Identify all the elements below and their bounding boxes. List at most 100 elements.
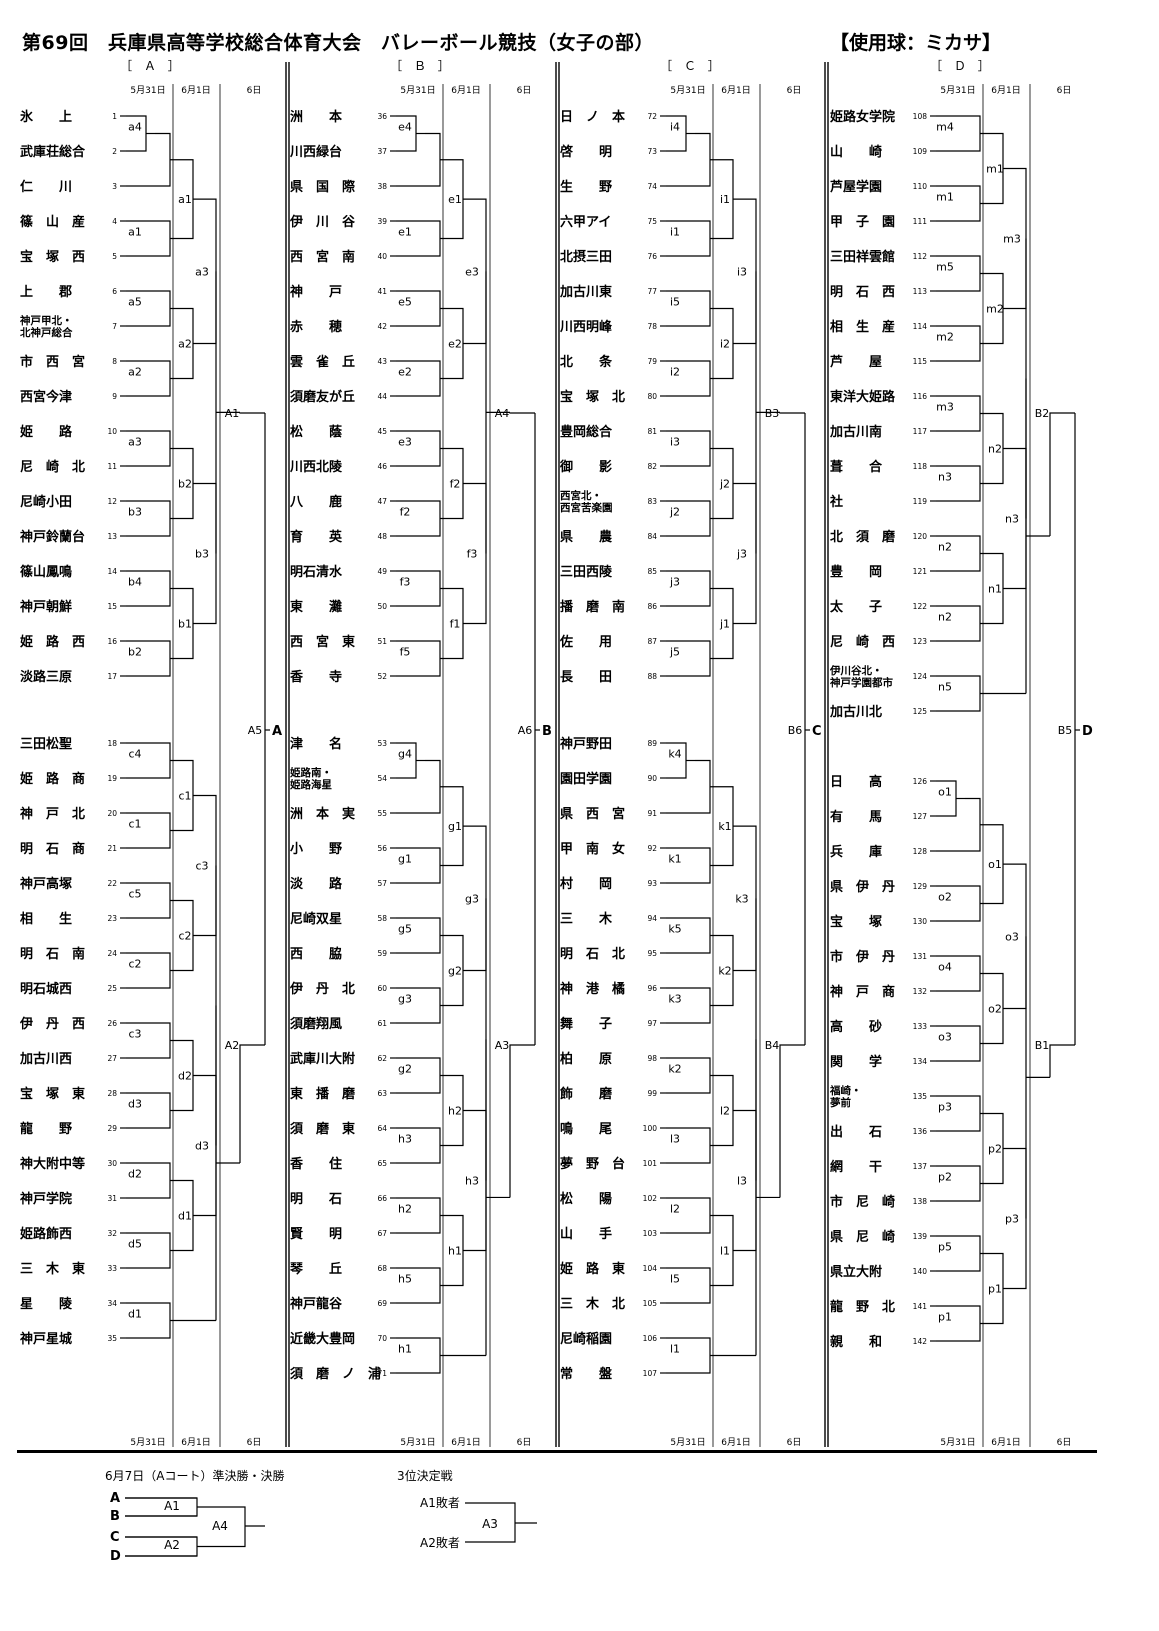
team-name: 龍 野 北 — [830, 1299, 895, 1315]
team-number: 111 — [913, 217, 928, 226]
bottom-rule — [17, 1450, 1097, 1453]
team-number: 19 — [107, 774, 117, 783]
bracket-line — [666, 759, 711, 814]
team-name: 川西明峰 — [559, 319, 613, 335]
team-name: 甲 子 園 — [830, 214, 895, 230]
team-name: 市 伊 丹 — [830, 949, 895, 965]
team-number: 134 — [913, 1057, 928, 1066]
match-label: o4 — [938, 961, 952, 974]
team-number: 43 — [377, 357, 387, 366]
team-name: 伊 丹 北 — [289, 981, 355, 997]
team-number: 92 — [647, 844, 657, 853]
team-number: 58 — [377, 914, 387, 923]
match-label: n3 — [1005, 513, 1019, 526]
team-name: 加古川南 — [829, 424, 882, 440]
team-name: 武庫川大附 — [290, 1051, 355, 1067]
team-name: 加古川東 — [559, 284, 612, 300]
team-name: 尼崎小田 — [20, 494, 72, 510]
team-number: 79 — [647, 357, 657, 366]
team-name: 姫路飾西 — [20, 1226, 72, 1242]
team-name: 葺 合 — [830, 459, 883, 475]
team-number: 1 — [112, 112, 117, 121]
bracket-line — [396, 132, 441, 187]
team-number: 20 — [107, 809, 117, 818]
match-label: e1 — [448, 193, 462, 206]
team-name: 武庫荘総合 — [20, 144, 86, 160]
team-name: 豊 岡 — [830, 564, 882, 580]
team-name: 網 干 — [830, 1159, 882, 1175]
match-label: m2 — [936, 331, 954, 344]
match-label: c3 — [195, 860, 208, 873]
block-winner-letter: B — [542, 724, 552, 739]
team-name: 神戸星城 — [20, 1331, 72, 1347]
team-name: 市 西 宮 — [20, 354, 85, 370]
finals-letter: B — [110, 1509, 120, 1524]
team-number: 37 — [377, 147, 387, 156]
match-label: c1 — [178, 790, 191, 803]
date-header: 5月31日 — [670, 85, 705, 96]
team-name: 生 野 — [560, 179, 612, 195]
team-name: 関 学 — [830, 1054, 882, 1070]
team-number: 76 — [647, 252, 657, 261]
team-name: 宝 塚 北 — [560, 389, 625, 405]
match-label: k1 — [718, 820, 731, 833]
match-label: p2 — [988, 1143, 1002, 1156]
match-label: k1 — [668, 853, 681, 866]
team-number: 133 — [913, 1022, 928, 1031]
team-name: 高 砂 — [830, 1019, 882, 1035]
semifinal-label: A4 — [495, 407, 510, 420]
team-name: 姫路海星 — [290, 778, 332, 791]
team-name: 三田松聖 — [20, 736, 72, 752]
block-final-label: A5 — [248, 724, 263, 737]
team-name: 神戸高塚 — [20, 876, 72, 892]
team-number: 7 — [112, 322, 117, 331]
team-number: 62 — [377, 1054, 387, 1063]
team-name: 川西北陵 — [289, 459, 343, 475]
match-label: j3 — [736, 548, 747, 561]
team-number: 40 — [377, 252, 387, 261]
match-label: i5 — [670, 296, 680, 309]
team-number: 49 — [377, 567, 387, 576]
match-label: h1 — [448, 1245, 462, 1258]
team-name: 北摂三田 — [560, 249, 612, 265]
team-name: 洲 本 — [290, 109, 342, 125]
match-label: p3 — [938, 1101, 952, 1114]
finals-letter: A — [110, 1491, 120, 1506]
team-number: 77 — [647, 287, 657, 296]
team-name: 洲 本 実 — [290, 806, 355, 822]
team-name: 県 農 — [560, 529, 613, 545]
team-name: 社 — [829, 494, 843, 510]
team-number: 35 — [107, 1334, 117, 1343]
match-label: a5 — [128, 296, 142, 309]
match-label: b1 — [178, 618, 192, 631]
team-number: 25 — [107, 984, 117, 993]
match-label: g4 — [398, 748, 412, 761]
team-name: 淡路三原 — [20, 669, 72, 685]
team-number: 64 — [377, 1124, 387, 1133]
block-name: ［ Ｄ ］ — [930, 59, 994, 73]
match-label: k2 — [718, 965, 731, 978]
team-number: 138 — [913, 1197, 928, 1206]
team-number: 80 — [647, 392, 657, 401]
date-header: 5月31日 — [400, 1437, 435, 1448]
team-number: 121 — [913, 567, 928, 576]
team-number: 136 — [913, 1127, 928, 1136]
team-name: 園田学園 — [560, 771, 612, 787]
block-final-label: B6 — [788, 724, 803, 737]
match-label: h3 — [465, 1175, 479, 1188]
team-number: 61 — [377, 1019, 387, 1028]
team-number: 41 — [377, 287, 387, 296]
team-number: 119 — [913, 497, 928, 506]
team-number: 11 — [107, 462, 117, 471]
team-name: 北 条 — [560, 354, 613, 370]
match-label: b3 — [195, 548, 209, 561]
team-name: 明 石 — [290, 1192, 342, 1207]
team-number: 115 — [913, 357, 928, 366]
team-name: 八 鹿 — [289, 494, 342, 510]
match-label: n2 — [938, 611, 952, 624]
team-name: 村 岡 — [560, 876, 612, 892]
team-name: 有 馬 — [830, 809, 882, 825]
team-number: 110 — [913, 182, 928, 191]
team-number: 44 — [377, 392, 387, 401]
date-header: 6月1日 — [181, 85, 210, 96]
